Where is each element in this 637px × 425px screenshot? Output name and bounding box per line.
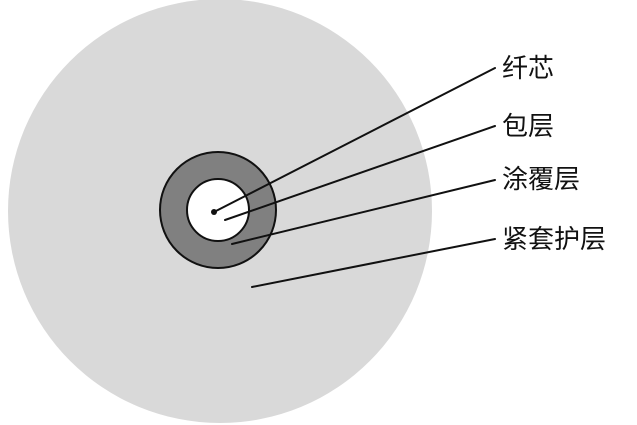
cladding-label: 包层: [502, 112, 554, 142]
cladding-leader-line: [224, 125, 496, 221]
coating-leader-line: [231, 179, 496, 245]
tight-buffer-label: 紧套护层: [502, 225, 606, 255]
coating-label: 涂覆层: [502, 165, 580, 195]
fiber-core-leader-line: [213, 67, 496, 213]
fiber-core-label: 纤芯: [502, 54, 554, 84]
tight-buffer-leader-line: [251, 238, 496, 288]
